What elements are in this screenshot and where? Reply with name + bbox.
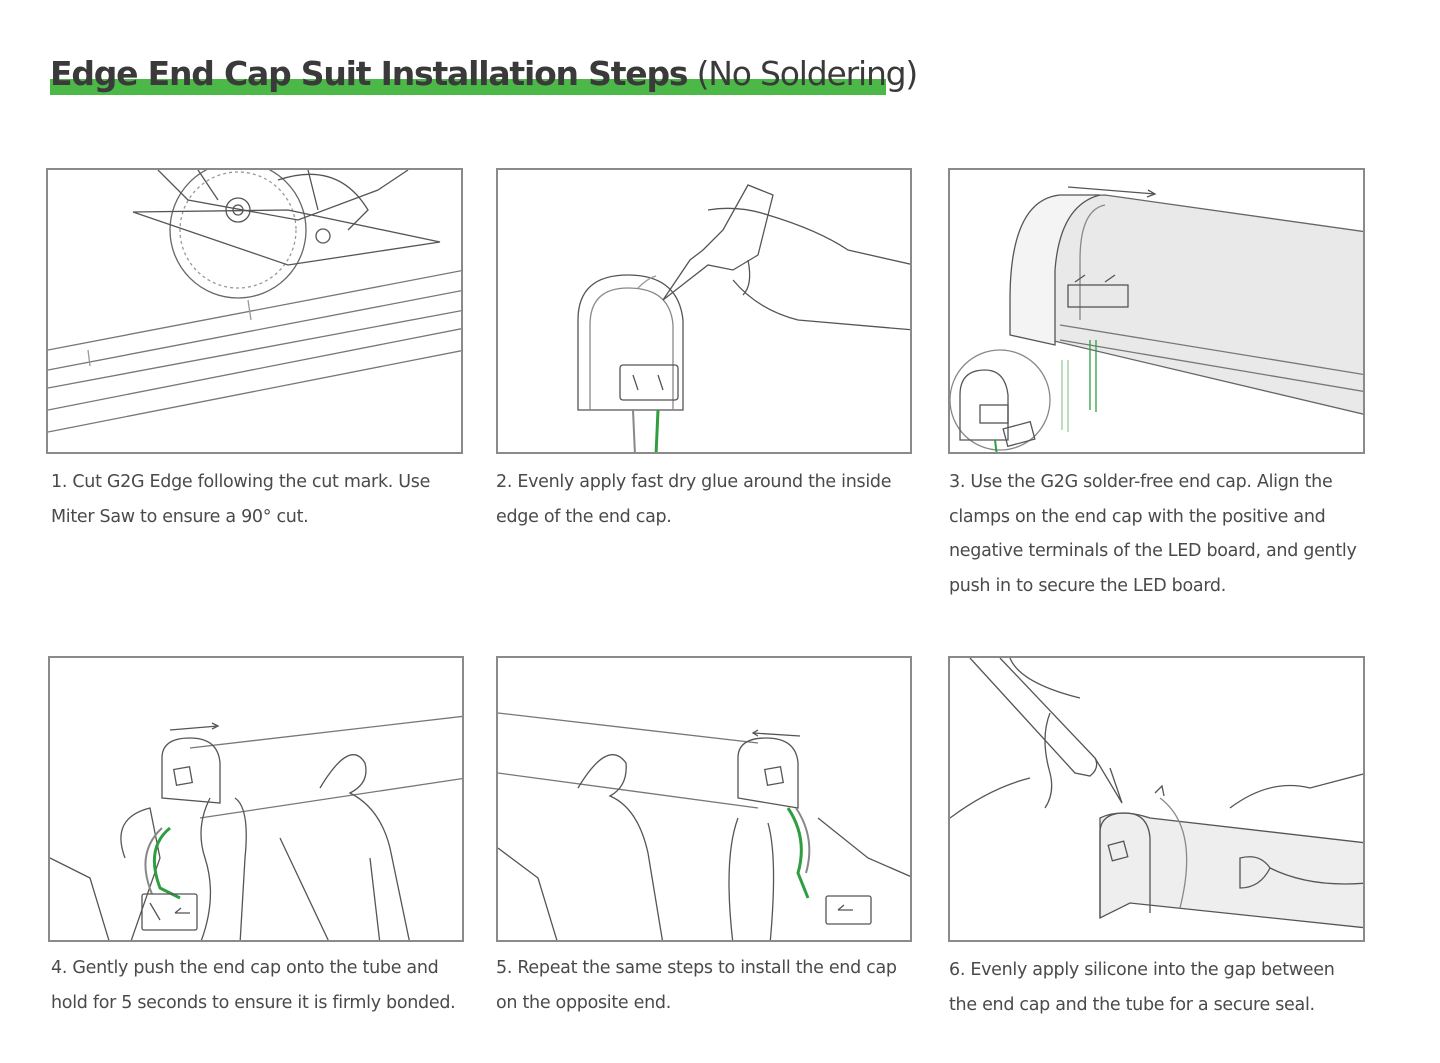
step-5-caption: 5. Repeat the same steps to install the … (496, 958, 897, 1013)
step-3-caption: 3. Use the G2G solder-free end cap. Alig… (949, 472, 1357, 596)
page-title: Edge End Cap Suit Installation Steps (No… (50, 52, 919, 96)
step-4-illustration (48, 656, 464, 942)
step-6-caption: 6. Evenly apply silicone into the gap be… (949, 960, 1335, 1015)
step-6-illustration (948, 656, 1365, 942)
step-1-caption: 1. Cut G2G Edge following the cut mark. … (51, 472, 431, 527)
title-highlight-bar (50, 79, 886, 95)
step-1-illustration (46, 168, 463, 454)
title-light: (No Soldering) (696, 54, 919, 93)
title-bold: Edge End Cap Suit Installation Steps (50, 54, 689, 93)
step-5-illustration (496, 656, 912, 942)
step-2-caption: 2. Evenly apply fast dry glue around the… (496, 472, 892, 527)
title-text: Edge End Cap Suit Installation Steps (No… (50, 52, 919, 96)
step-4-caption: 4. Gently push the end cap onto the tube… (51, 958, 456, 1013)
step-3-illustration (948, 168, 1365, 454)
step-2-illustration (496, 168, 912, 454)
